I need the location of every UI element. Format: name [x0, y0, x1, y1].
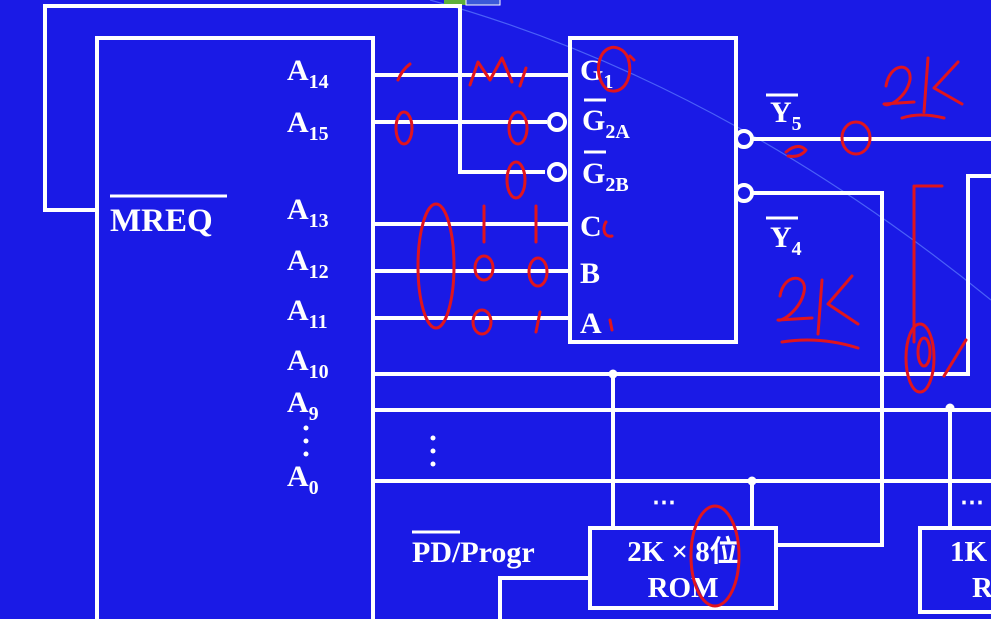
blue-marker	[465, 0, 501, 6]
mreq-label: MREQ	[110, 203, 213, 239]
g2a-bubble	[547, 112, 567, 132]
ink-rom-circle	[689, 504, 741, 608]
junction-a10	[608, 369, 618, 379]
input-g1: G1	[580, 54, 613, 93]
chip2-box	[918, 526, 991, 614]
y4-bubble	[734, 183, 754, 203]
pd-wire	[498, 576, 590, 619]
ink-1-a	[534, 310, 542, 334]
output-y5: Y5	[770, 96, 802, 135]
chip2-edge	[966, 174, 991, 374]
output-y4: Y4	[770, 221, 802, 260]
pin-a14: A14	[287, 54, 329, 93]
ink-underline-bottom	[780, 338, 860, 350]
ink-0-g2a	[507, 110, 529, 146]
y4-wire	[752, 191, 884, 547]
vertical-dots	[303, 425, 436, 467]
pin-a15: A15	[287, 106, 329, 145]
ink-0-chip2-inner	[916, 336, 932, 368]
chip2-type-label: R	[972, 572, 991, 604]
input-g2b: G2B	[582, 157, 629, 196]
ink-big-0-column	[416, 202, 456, 330]
g2b-bubble	[547, 162, 567, 182]
ink-y5-mark	[784, 145, 808, 158]
pin-a0: A0	[287, 460, 319, 499]
pin-a10: A10	[287, 344, 329, 383]
ink-underline-top	[900, 113, 946, 120]
input-b: B	[580, 257, 600, 290]
ink-1-a14	[396, 62, 412, 82]
rom-type-label: ROM	[648, 572, 719, 604]
wires	[43, 4, 991, 619]
ink-g1-circle	[597, 45, 636, 93]
input-c: C	[580, 210, 602, 243]
chip2-capacity-label: 1K	[950, 536, 988, 568]
ink-0-a	[471, 308, 493, 336]
pin-a9: A9	[287, 386, 319, 425]
ink-2k-bottom	[776, 274, 860, 336]
ink-0-b2	[527, 256, 549, 288]
junction-a0	[747, 476, 757, 486]
cpu-block	[95, 36, 375, 619]
ink-0-a15	[394, 110, 414, 146]
rom-capacity-label: 2K × 8位	[627, 534, 739, 568]
chip2-address-ellipsis: ⋯	[960, 490, 984, 516]
cpu-pin-labels: A14 A15 A13 A12 A11 A10 A9 A0	[287, 54, 329, 499]
ink-0-chip2	[904, 322, 936, 394]
ink-chip2-bracket	[912, 184, 944, 344]
ink-m-scribble	[468, 56, 528, 88]
ink-c-a-marks	[602, 220, 614, 332]
pin-a11: A11	[287, 294, 328, 333]
input-g2a: G2A	[582, 104, 630, 143]
rom-address-ellipsis: ⋯	[652, 490, 676, 516]
handwritten-annotations	[394, 45, 968, 608]
y5-bubble	[734, 129, 754, 149]
ink-0-y5	[840, 120, 872, 156]
bubbles	[547, 112, 754, 203]
ink-2k-top	[882, 56, 964, 114]
green-marker	[444, 0, 466, 5]
mreq-wire	[43, 4, 545, 212]
rom-block	[588, 526, 778, 610]
junction-a9	[945, 403, 955, 413]
junctions	[608, 369, 955, 486]
decoder-input-labels: G1 G2A G2B C B A	[580, 54, 630, 340]
ink-1s-c	[482, 204, 538, 244]
ink-0-b1	[473, 254, 495, 282]
pin-a13: A13	[287, 193, 329, 232]
pin-a12: A12	[287, 244, 329, 283]
input-a: A	[580, 307, 602, 340]
ink-slash-chip2	[942, 338, 968, 378]
pd-progr-label: PD/Progr	[412, 536, 535, 569]
ink-0-g2b	[505, 160, 527, 200]
